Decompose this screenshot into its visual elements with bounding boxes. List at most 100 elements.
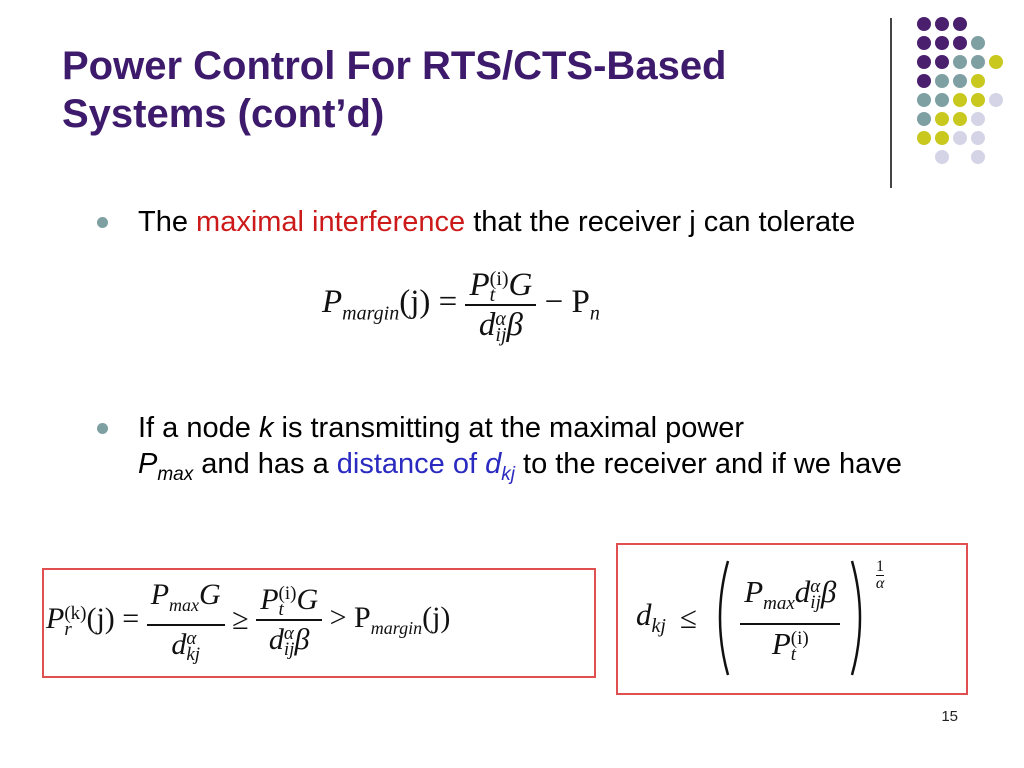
math-subscript: t <box>790 643 797 665</box>
decor-dot <box>917 55 931 69</box>
math-subscript: kj <box>186 644 201 666</box>
text-span: is transmitting at the maximal power <box>273 412 745 444</box>
math-subscript: margin <box>342 302 400 325</box>
left-paren-icon <box>719 560 730 676</box>
fraction-bar <box>465 304 537 306</box>
decor-dot <box>935 112 949 126</box>
decor-dot <box>953 131 967 145</box>
decor-dot <box>989 55 1003 69</box>
math-symbol: (j) = <box>399 284 458 321</box>
decor-dot <box>935 17 949 31</box>
highlight-distance: distance of <box>336 448 486 480</box>
math-symbol: ≥ <box>232 603 249 636</box>
math-symbol: β <box>820 573 837 609</box>
decor-dot <box>989 93 1003 107</box>
math-subscript: margin <box>370 618 423 638</box>
math-subscript: ij <box>810 591 821 613</box>
math-subscript: t <box>278 599 284 621</box>
math-symbol: − P <box>544 284 590 321</box>
math-variable-d: d <box>485 448 502 480</box>
math-superscript: α <box>186 628 197 650</box>
page-number: 15 <box>941 708 958 725</box>
text-span: If a node <box>138 412 259 444</box>
math-subscript: kj <box>651 615 666 638</box>
math-symbol: > P <box>329 601 371 634</box>
math-symbol: P <box>150 578 170 611</box>
math-symbol: d <box>268 623 284 656</box>
math-superscript: α <box>283 623 294 645</box>
decor-dot <box>935 150 949 164</box>
fraction-bar <box>256 619 323 621</box>
math-symbol: β <box>506 307 523 343</box>
decor-dot <box>971 131 985 145</box>
slide-title: Power Control For RTS/CTS-Based Systems … <box>62 44 727 136</box>
decor-dot <box>917 131 931 145</box>
decor-dot <box>935 55 949 69</box>
math-subscript: n <box>589 302 600 325</box>
decor-dot <box>917 17 931 31</box>
decor-dot <box>953 93 967 107</box>
decor-dot <box>971 55 985 69</box>
math-symbol: G <box>296 583 319 616</box>
math-subscript: kj <box>501 464 515 485</box>
decor-dot <box>971 74 985 88</box>
decor-dot <box>935 36 949 50</box>
fraction-bar <box>146 624 225 626</box>
math-subscript: ij <box>495 324 507 347</box>
math-subscript: ij <box>283 639 295 661</box>
math-subscript: max <box>157 464 194 485</box>
math-symbol: G <box>199 578 221 611</box>
bullet-text: If a node k is transmitting at the maxim… <box>138 410 958 493</box>
math-subscript: max <box>763 593 795 615</box>
math-symbol: d <box>636 597 652 633</box>
math-symbol: d <box>478 307 496 343</box>
decor-dot <box>953 112 967 126</box>
exponent-numerator: 1 <box>876 558 885 575</box>
decor-dot <box>971 36 985 50</box>
math-subscript: t <box>489 284 496 307</box>
decor-dot <box>917 93 931 107</box>
decorative-divider <box>890 18 892 188</box>
math-symbol: P <box>260 583 279 616</box>
bullet-text: The maximal interference that the receiv… <box>138 204 968 240</box>
math-symbol: P <box>322 284 343 321</box>
math-superscript: (i) <box>790 627 809 649</box>
math-variable-p: P <box>138 448 158 480</box>
math-symbol: d <box>171 628 187 661</box>
decor-dot <box>971 93 985 107</box>
math-symbol: P <box>771 626 791 662</box>
decor-dot <box>917 74 931 88</box>
math-superscript: α <box>495 308 506 331</box>
math-symbol: ≤ <box>679 600 697 635</box>
decor-dot <box>953 55 967 69</box>
math-superscript: (i) <box>278 583 297 605</box>
math-symbol: (j) <box>422 601 451 634</box>
math-superscript: (i) <box>489 268 509 291</box>
fraction-bar <box>875 575 885 576</box>
math-symbol: G <box>508 267 533 303</box>
decor-dot <box>971 112 985 126</box>
text-span: and has a <box>193 448 337 480</box>
math-symbol: P <box>469 267 490 303</box>
decor-dot <box>935 131 949 145</box>
text-span: The <box>138 206 197 238</box>
decor-dot <box>935 93 949 107</box>
math-symbol: β <box>294 623 310 656</box>
math-superscript: α <box>810 575 821 597</box>
decor-dot <box>917 112 931 126</box>
bullet-marker-icon <box>97 217 108 228</box>
decor-dot <box>935 74 949 88</box>
decor-dot <box>953 74 967 88</box>
fraction-numerator: PmaxG <box>147 576 225 624</box>
text-span: that the receiver j can tolerate <box>465 206 856 238</box>
